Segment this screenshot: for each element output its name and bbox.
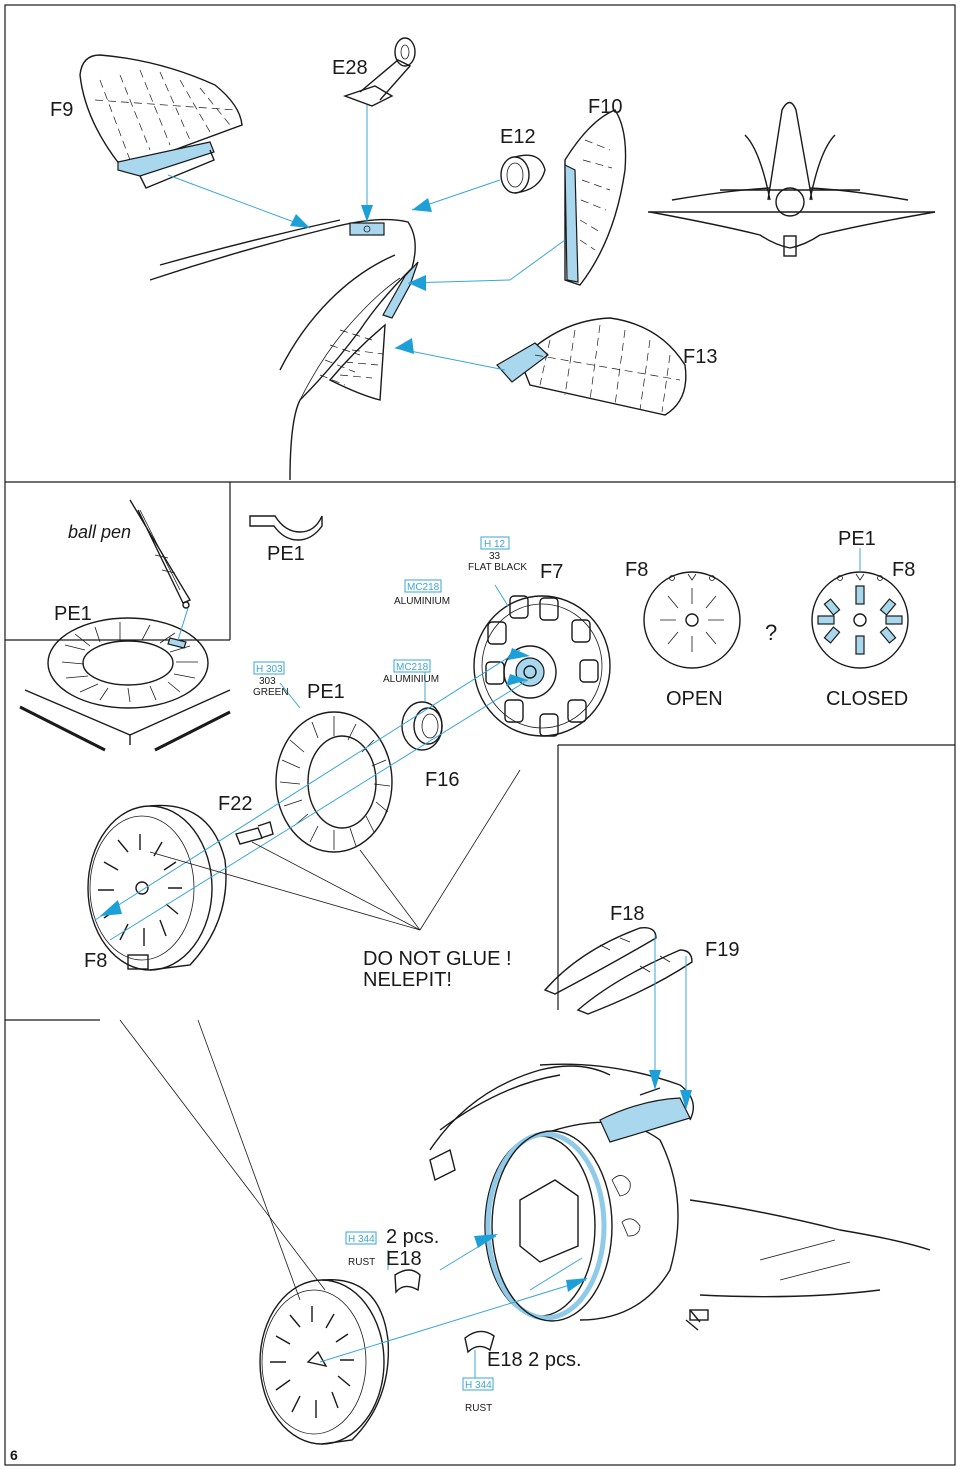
label-ball-pen: ball pen (68, 522, 131, 542)
label-F16: F16 (425, 769, 459, 791)
rudder-F10 (564, 109, 627, 286)
label-F8-b: F8 (892, 559, 915, 581)
paint-h303: H 303 303 GREEN (253, 661, 289, 698)
svg-text:H 12: H 12 (484, 539, 506, 550)
leaders-bottom (119, 1019, 588, 1363)
label-question: ? (765, 620, 777, 645)
exhaust-F18 (543, 927, 657, 995)
exhaust-stub-E18-top (394, 1269, 421, 1294)
leaders-middle (94, 584, 530, 941)
label-E18-top: E18 (386, 1248, 422, 1270)
label-PE1-b: PE1 (267, 543, 305, 565)
pe1-on-table (19, 499, 231, 752)
tail-rear-view (648, 101, 936, 257)
label-F19: F19 (705, 939, 739, 961)
label-open: OPEN (666, 688, 723, 710)
label-do-not-glue: DO NOT GLUE ! (363, 948, 512, 970)
svg-text:MC218: MC218 (407, 582, 440, 593)
fuselage-tail (149, 218, 419, 481)
page-number: 6 (10, 1447, 18, 1463)
paint-mc218-b: MC218 ALUMINIUM (383, 659, 439, 685)
label-F10: F10 (588, 96, 622, 118)
label-nelepit: NELEPIT! (363, 969, 452, 991)
svg-text:ALUMINIUM: ALUMINIUM (394, 596, 450, 607)
label-F8-c: F8 (84, 950, 107, 972)
paint-h344-a: H 344 RUST (345, 1231, 377, 1268)
label-PE1-a: PE1 (54, 603, 92, 625)
svg-text:RUST: RUST (465, 1403, 492, 1414)
svg-text:33: 33 (489, 551, 501, 562)
nav-light-E12 (500, 154, 546, 194)
label-F13: F13 (683, 346, 717, 368)
exhaust-slots (599, 1087, 691, 1143)
label-F8-a: F8 (625, 559, 648, 581)
paint-mc218-a: MC218 ALUMINIUM (394, 579, 450, 607)
paint-h12: H 12 33 FLAT BLACK (468, 536, 527, 573)
tailwheel-E28 (342, 37, 416, 107)
label-PE1-c: PE1 (307, 681, 345, 703)
labels-middle: ball pen PE1 PE1 PE1 PE1 F7 F8 F8 ? OPEN… (54, 522, 915, 1371)
label-E28: E28 (332, 57, 368, 79)
label-2pcs-top: 2 pcs. (386, 1226, 439, 1248)
svg-text:H 344: H 344 (465, 1380, 492, 1391)
svg-text:ALUMINIUM: ALUMINIUM (383, 674, 439, 685)
leaders-top (167, 105, 566, 371)
label-F7: F7 (540, 561, 563, 583)
pin-F22 (235, 821, 274, 845)
label-F9: F9 (50, 99, 73, 121)
prop-shaft-ring (401, 701, 443, 751)
exhaust-stub-E18-bottom (464, 1330, 495, 1354)
svg-text:RUST: RUST (348, 1257, 375, 1268)
stabilizer-F9 (79, 54, 243, 189)
label-F18: F18 (610, 903, 644, 925)
paint-h344-b: H 344 RUST (462, 1377, 494, 1414)
svg-text:H 344: H 344 (348, 1234, 375, 1245)
svg-text:GREEN: GREEN (253, 687, 289, 698)
svg-text:303: 303 (259, 676, 276, 687)
page-frame (4, 4, 956, 1466)
labels-top: F9 E28 E12 F10 F13 (50, 57, 717, 368)
svg-text:H 303: H 303 (256, 664, 283, 675)
closed-view (811, 548, 909, 669)
exhaust-F19 (576, 949, 693, 1015)
label-E12: E12 (500, 126, 536, 148)
svg-text:MC218: MC218 (396, 662, 429, 673)
label-closed: CLOSED (826, 688, 908, 710)
label-E18-bottom: E18 2 pcs. (487, 1349, 582, 1371)
baffle-ring-PE1 (275, 711, 393, 853)
cowl-front-F8 (87, 804, 227, 971)
cowl-front-bottom (259, 1278, 390, 1445)
elevator-F13 (496, 317, 687, 416)
open-view (643, 571, 741, 669)
pe1-profile (249, 515, 323, 541)
label-F22: F22 (218, 793, 252, 815)
label-PE1-d: PE1 (838, 528, 876, 550)
svg-text:FLAT BLACK: FLAT BLACK (468, 562, 527, 573)
